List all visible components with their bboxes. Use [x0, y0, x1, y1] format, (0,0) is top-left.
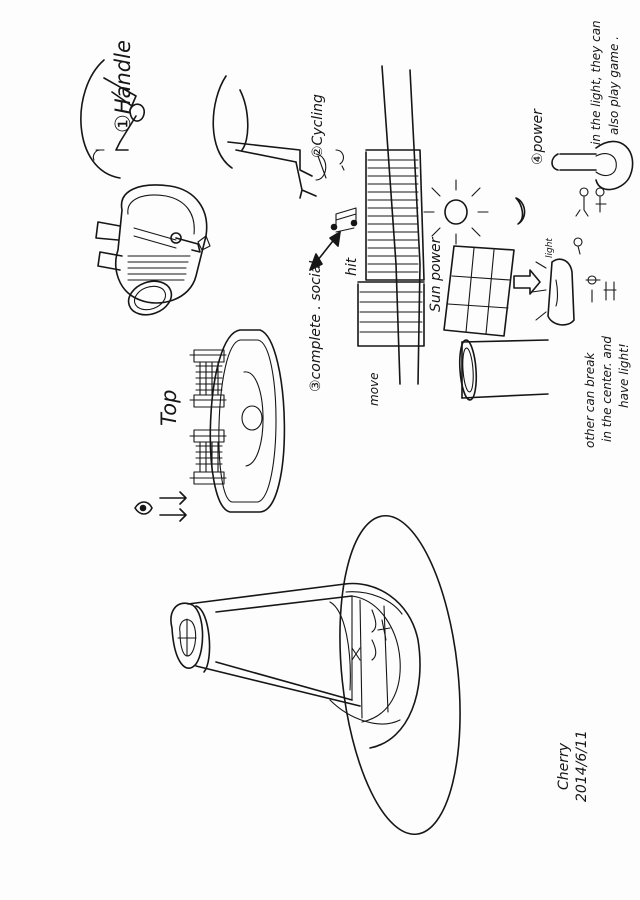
music-notes-icon: [330, 207, 358, 233]
pillar-drawing: [458, 339, 549, 401]
track-outer: [209, 329, 286, 513]
light-label: light: [545, 238, 555, 258]
cycling-drawing: [212, 75, 345, 199]
cone-ring: [195, 605, 211, 673]
top-label: Top: [157, 390, 181, 426]
sun-icon: [423, 179, 489, 245]
double-arrow-icon: [309, 231, 341, 271]
right-arrow-icon: [513, 269, 541, 295]
moon-icon: [515, 197, 526, 225]
sun-power-label: Sun power: [428, 236, 444, 312]
hit-label: hit: [344, 257, 360, 276]
eye-icon: [134, 501, 153, 515]
top-view-drawing: [189, 329, 286, 513]
cone-top-cap: [170, 602, 204, 669]
hit-drawing: [357, 65, 425, 385]
handle-drawing: [80, 59, 145, 179]
power-label: ④power: [530, 108, 546, 165]
handle-label: ①Handle: [111, 40, 135, 133]
cone-base-platform: [339, 514, 461, 836]
break-note-line1: other can break: [583, 352, 597, 448]
break-note-line3: have light!: [617, 343, 631, 408]
light-tower-drawing: [531, 237, 617, 326]
barrel-drawing: [95, 184, 211, 316]
game-note-line2: also play game .: [607, 36, 621, 135]
move-label: move: [367, 372, 381, 406]
break-note-line2: in the center. and: [600, 336, 614, 442]
author-label: Cherry: [556, 742, 572, 790]
down-arrows-icon: [159, 491, 187, 522]
power-pole-drawing: [551, 140, 634, 217]
cone-structure-drawing: [170, 514, 461, 836]
complete-social-label: ③complete . social: [308, 261, 324, 392]
game-note-line1: in the light, they can: [589, 20, 603, 145]
date-label: 2014/6/11: [574, 730, 590, 802]
cycling-label: ②Cycling: [310, 94, 326, 158]
solar-panel-drawing: [443, 245, 515, 337]
center-circle: [241, 405, 263, 431]
